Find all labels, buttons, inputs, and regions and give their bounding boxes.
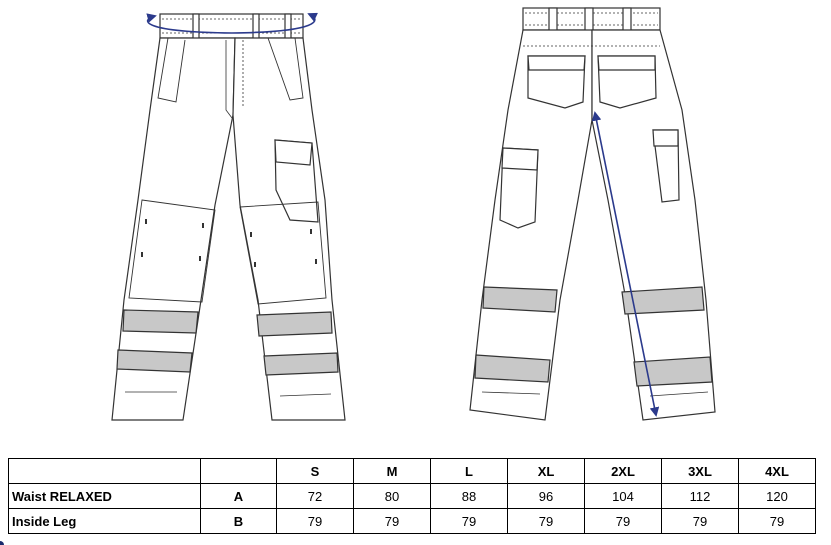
front-right-band-2 <box>263 352 339 376</box>
corner-mark <box>0 541 4 545</box>
front-left-band-2 <box>116 349 193 373</box>
table-cell: 88 <box>430 483 508 509</box>
diagonal-double-arrow-icon <box>591 111 660 417</box>
header-size-4xl: 4XL <box>738 458 816 484</box>
table-cell: 79 <box>507 508 585 534</box>
row-code: A <box>200 483 277 509</box>
back-view <box>469 7 716 421</box>
table-cell: 79 <box>738 508 816 534</box>
table-cell: 79 <box>353 508 431 534</box>
front-waistband <box>159 13 304 39</box>
front-left-band-1 <box>122 309 199 334</box>
table-cell: 79 <box>430 508 508 534</box>
table-cell: 112 <box>661 483 739 509</box>
back-left-band-2 <box>474 354 551 383</box>
table-row: Waist RELAXED A 72 80 88 96 104 112 120 <box>8 483 816 509</box>
table-row: Inside Leg B 79 79 79 79 79 79 79 <box>8 508 816 534</box>
table-cell: 72 <box>276 483 354 509</box>
table-cell: 79 <box>276 508 354 534</box>
size-chart-table: S M L XL 2XL 3XL 4XL Waist RELAXED A 72 … <box>8 458 816 534</box>
row-label: Waist RELAXED <box>8 483 201 509</box>
header-size-3xl: 3XL <box>661 458 739 484</box>
table-cell: 79 <box>584 508 662 534</box>
header-size-l: L <box>430 458 508 484</box>
header-size-2xl: 2XL <box>584 458 662 484</box>
front-view <box>111 13 346 421</box>
header-size-s: S <box>276 458 354 484</box>
table-cell: 96 <box>507 483 585 509</box>
table-cell: 120 <box>738 483 816 509</box>
header-size-m: M <box>353 458 431 484</box>
header-size-xl: XL <box>507 458 585 484</box>
row-label: Inside Leg <box>8 508 201 534</box>
header-cell <box>200 458 277 484</box>
curved-double-arrow-icon <box>146 12 318 34</box>
table-header-row: S M L XL 2XL 3XL 4XL <box>8 458 816 484</box>
table-cell: 80 <box>353 483 431 509</box>
header-cell <box>8 458 201 484</box>
back-left-band-1 <box>482 286 558 313</box>
front-right-band-1 <box>256 311 333 337</box>
table-cell: 79 <box>661 508 739 534</box>
table-cell: 104 <box>584 483 662 509</box>
row-code: B <box>200 508 277 534</box>
trouser-technical-drawing <box>111 7 716 421</box>
